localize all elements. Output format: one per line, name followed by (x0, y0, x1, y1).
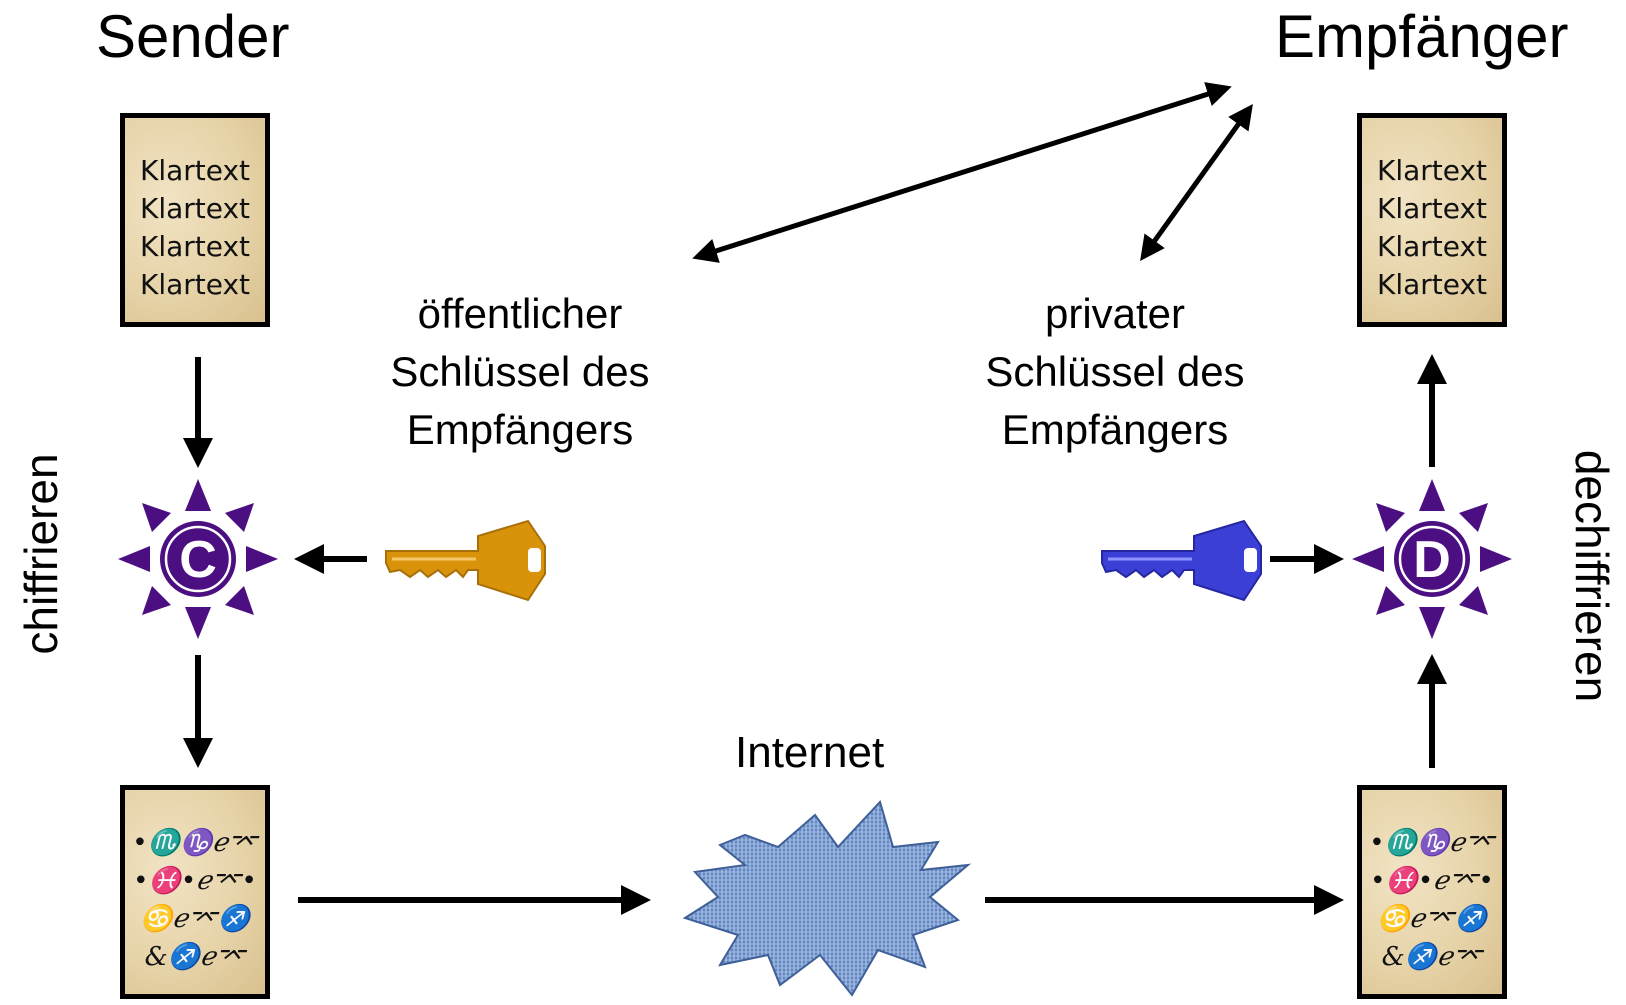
arrow-receiver-public-key (692, 82, 1232, 263)
decrypt-node-letter: D (1413, 531, 1451, 589)
public-key-icon (385, 519, 546, 602)
private-key-label-line: privater (1044, 290, 1186, 337)
public-key-label-line: öffentlicher (417, 290, 623, 337)
arrow-receiver-private-key (1140, 103, 1253, 262)
cipher-line: •♓•ℯ⌤• (1370, 866, 1494, 896)
plaintext-line: Klartext (1376, 154, 1488, 187)
encrypt-node-letter: C (179, 531, 217, 589)
cipher-line: ♋ℯ⌤♐ (1376, 904, 1488, 934)
internet-label: Internet (735, 728, 885, 777)
plaintext-line: Klartext (1376, 268, 1488, 301)
receiver-plaintext-document: Klartext Klartext Klartext Klartext (1357, 113, 1507, 327)
private-key-label-line: Empfängers (1001, 406, 1229, 453)
receiver-ciphertext-document: •♏♑ℯ⌤ •♓•ℯ⌤• ♋ℯ⌤♐ &♐ℯ⌤ (1357, 785, 1507, 999)
plaintext-line: Klartext (1376, 192, 1488, 225)
sender-title: Sender (96, 3, 290, 70)
private-key-icon (1101, 519, 1262, 602)
private-key-label-line: Schlüssel des (985, 348, 1245, 395)
encrypt-node: C (118, 479, 278, 639)
decrypt-label: dechiffrieren (1566, 449, 1618, 703)
public-key-label-line: Schlüssel des (390, 348, 650, 395)
plaintext-line: Klartext (139, 230, 251, 263)
receiver-title: Empfänger (1275, 3, 1569, 70)
plaintext-line: Klartext (139, 154, 251, 187)
sender-plaintext-document: Klartext Klartext Klartext Klartext (120, 113, 270, 327)
cipher-line: &♐ℯ⌤ (1381, 942, 1483, 972)
private-key-label: privater Schlüssel des Empfängers (955, 285, 1275, 459)
encrypt-label: chiffrieren (15, 453, 67, 655)
cipher-line: •♓•ℯ⌤• (133, 866, 257, 896)
plaintext-line: Klartext (139, 268, 251, 301)
public-key-label: öffentlicher Schlüssel des Empfängers (360, 285, 680, 459)
plaintext-line: Klartext (1376, 230, 1488, 263)
cipher-line: &♐ℯ⌤ (144, 942, 246, 972)
cipher-line: ♋ℯ⌤♐ (139, 904, 251, 934)
public-key-label-line: Empfängers (406, 406, 634, 453)
plaintext-line: Klartext (139, 192, 251, 225)
decrypt-node: D (1352, 479, 1512, 639)
internet-cloud-icon (682, 800, 972, 997)
cipher-line: •♏♑ℯ⌤ (1369, 828, 1495, 858)
cipher-line: •♏♑ℯ⌤ (132, 828, 258, 858)
sender-ciphertext-document: •♏♑ℯ⌤ •♓•ℯ⌤• ♋ℯ⌤♐ &♐ℯ⌤ (120, 785, 270, 999)
